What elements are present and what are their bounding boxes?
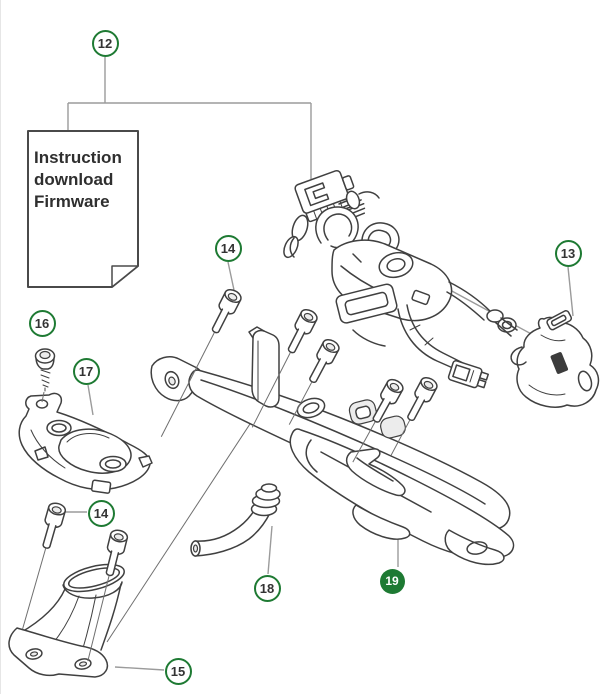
callout-14-upper[interactable]: 14 <box>214 234 242 262</box>
part-intake-manifold-plate <box>150 326 515 566</box>
callout-12[interactable]: 12 <box>91 29 119 57</box>
part-bolts-upper <box>160 286 440 463</box>
callout-17[interactable]: 17 <box>72 357 100 385</box>
harness-connector <box>447 360 490 389</box>
callout-19[interactable]: 19 <box>379 568 405 594</box>
part-carburetor-assembly <box>283 169 518 389</box>
firmware-note: Instruction download Firmware <box>34 147 134 213</box>
part-cover-plate <box>18 392 153 494</box>
part-impulse-hose <box>190 483 281 557</box>
callout-14-lower[interactable]: 14 <box>87 499 115 527</box>
part-sensor-bracket <box>510 310 600 408</box>
part-bolts-lower <box>22 500 130 662</box>
firmware-note-line-1: Instruction <box>34 148 122 167</box>
part-screw <box>34 348 56 403</box>
callout-13[interactable]: 13 <box>554 239 582 267</box>
callout-15[interactable]: 15 <box>164 657 192 685</box>
firmware-note-line-2: download <box>34 170 114 189</box>
callout-18[interactable]: 18 <box>253 574 281 602</box>
part-intake-funnel <box>8 563 125 678</box>
firmware-note-line-3: Firmware <box>34 192 110 211</box>
firmware-document-page <box>27 130 139 288</box>
callout-16[interactable]: 16 <box>28 309 56 337</box>
